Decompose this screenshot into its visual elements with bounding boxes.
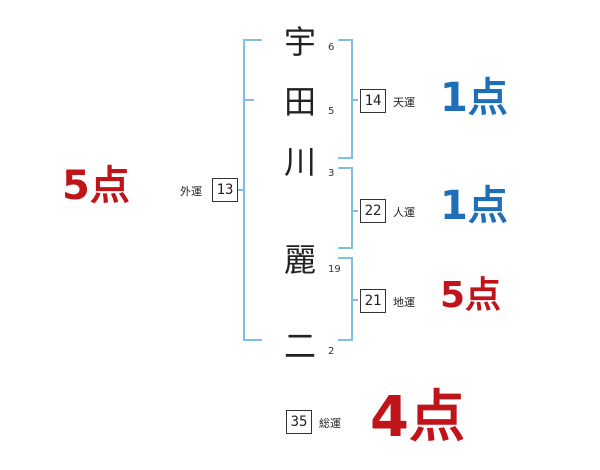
name-char-2: 田 — [283, 83, 316, 121]
souun-score: 4点 — [370, 385, 465, 450]
chiun-value-box: 21 — [360, 289, 386, 313]
name-char-3: 川 — [283, 143, 316, 181]
stroke-count-1: 6 — [328, 42, 335, 53]
gaiun-score: 5点 — [62, 163, 130, 209]
tenun-value-box: 14 — [360, 89, 386, 113]
souun-value-box: 35 — [286, 410, 312, 434]
gaiun-label: 外運 — [180, 185, 202, 198]
stroke-count-5: 2 — [328, 346, 335, 357]
jinun-bracket — [338, 167, 353, 249]
jinun-score: 1点 — [440, 183, 508, 229]
name-char-5: 二 — [283, 327, 316, 365]
souun-label: 総運 — [319, 417, 341, 430]
tenun-label: 天運 — [393, 96, 415, 109]
name-char-1: 宇 — [283, 23, 316, 61]
gaiun-bracket — [243, 39, 262, 341]
jinun-label: 人運 — [393, 206, 415, 219]
chiun-score: 5点 — [440, 275, 502, 316]
tenun-score: 1点 — [440, 75, 508, 121]
gaiun-value-box: 13 — [212, 178, 238, 202]
stroke-count-3: 3 — [328, 168, 335, 179]
name-char-4: 麗 — [283, 241, 316, 279]
stroke-count-2: 5 — [328, 106, 335, 117]
tenun-bracket — [338, 39, 353, 159]
stroke-count-4: 19 — [328, 264, 341, 275]
chiun-label: 地運 — [393, 296, 415, 309]
jinun-value-box: 22 — [360, 199, 386, 223]
